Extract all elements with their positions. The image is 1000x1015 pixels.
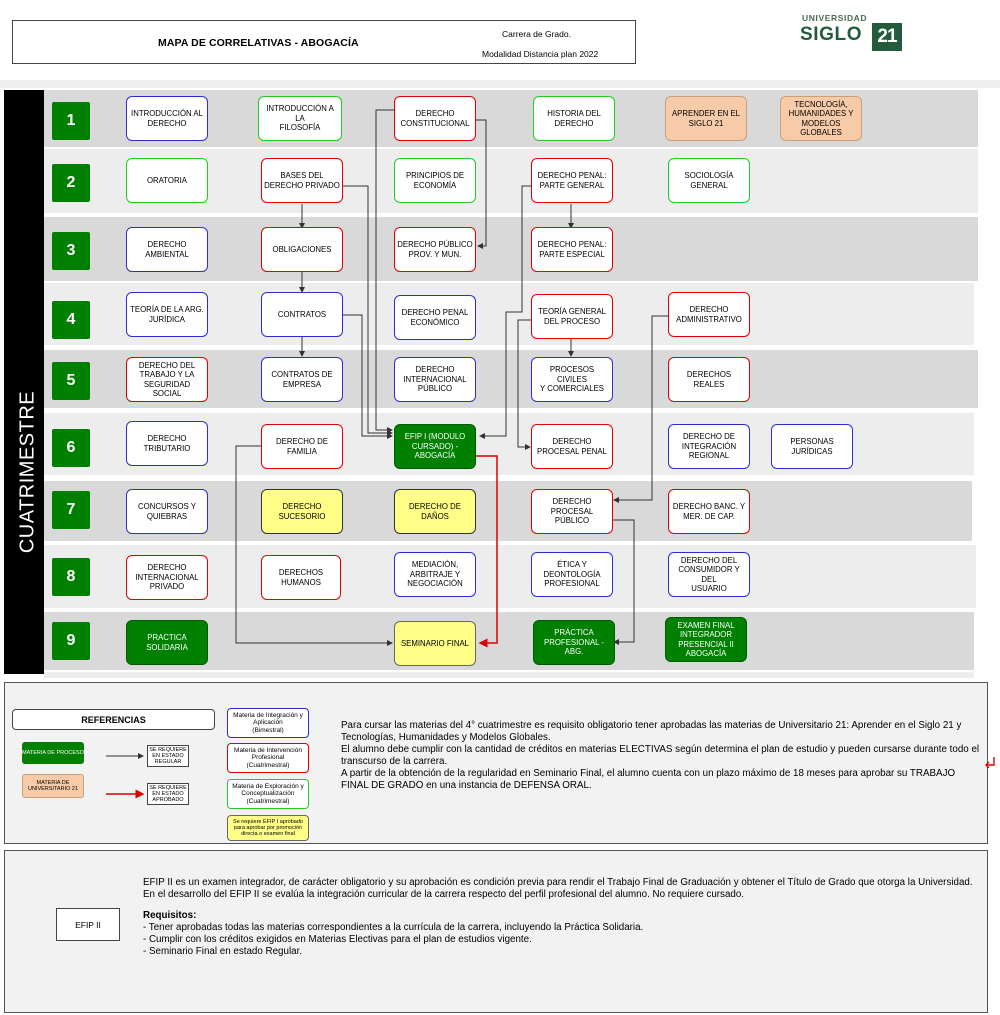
subject-etica-deontologia: ÉTICA Y DEONTOLOGÍA PROFESIONAL: [531, 552, 613, 597]
row-number-2: 2: [52, 164, 90, 202]
connector-contratos-efip: [343, 314, 393, 439]
efip-requirement-1: - Tener aprobadas todas las materias cor…: [143, 922, 644, 933]
efip-description: EFIP II es un examen integrador, de cará…: [143, 877, 973, 958]
subject-practica-solidaria: PRACTICA SOLIDARIA: [126, 620, 208, 665]
efip-ii-label: EFIP II: [56, 908, 120, 941]
ref-estado-regular: SE REQUIERE EN ESTADO REGULAR: [147, 745, 189, 767]
note-trabajo-final: A partir de la obtención de la regularid…: [341, 768, 956, 791]
subject-sociologia-general: SOCIOLOGÍA GENERAL: [668, 158, 750, 203]
subject-internacional-privado: DERECHO INTERNACIONAL PRIVADO: [126, 555, 208, 600]
note-electivas: El alumno debe cumplir con la cantidad d…: [341, 744, 980, 767]
row-number-7: 7: [52, 491, 90, 529]
connector-procesal-practica: [613, 519, 635, 645]
subject-derecho-constitucional: DERECHO CONSTITUCIONAL: [394, 96, 476, 141]
row-band-end: [44, 672, 974, 678]
subject-contratos: CONTRATOS: [261, 292, 343, 337]
efip-paragraph-1: EFIP II es un examen integrador, de cará…: [143, 877, 973, 888]
cuatrimestre-sidebar: CUATRIMESTRE: [4, 90, 44, 674]
subject-examen-final-integrador: EXAMEN FINAL INTEGRADOR PRESENCIAL II AB…: [665, 617, 747, 662]
subject-practica-profesional: PRÁCTICA PROFESIONAL - ABG.: [533, 620, 615, 665]
page-title: MAPA DE CORRELATIVAS - ABOGACÍA: [158, 37, 359, 49]
subject-derecho-ambiental: DERECHO AMBIENTAL: [126, 227, 208, 272]
subject-derecho-danos: DERECHO DE DAÑOS: [394, 489, 476, 534]
connector-teoria-procesal-penal: [517, 319, 531, 450]
subject-penal-parte-especial: DERECHO PENAL: PARTE ESPECIAL: [531, 227, 613, 272]
subject-obligaciones: OBLIGACIONES: [261, 227, 343, 272]
ref-materia-proceso: MATERIA DE PROCESO: [22, 742, 84, 764]
ref-integracion: Materia de Integración y Aplicación (Bim…: [227, 708, 309, 738]
logo-name-text: SIGLO: [800, 24, 863, 45]
subject-principios-economia: PRINCIPIOS DE ECONOMÍA: [394, 158, 476, 203]
subject-integracion-regional: DERECHO DE INTEGRACIÓN REGIONAL: [668, 424, 750, 469]
connector-constitucional-efip: [375, 109, 394, 433]
efip-requirements-title: Requisitos:: [143, 910, 197, 921]
connector-bases-efip: [343, 185, 393, 436]
connector-familia-seminario: [235, 445, 393, 646]
row-number-5: 5: [52, 362, 90, 400]
efip-paragraph-2: En el desarrollo del EFIP II se evalúa l…: [143, 889, 745, 900]
title-box: [12, 20, 636, 64]
subject-personas-juridicas: PERSONAS JURÍDICAS: [771, 424, 853, 469]
ref-estado-aprobado: SE REQUIERE EN ESTADO APROBADO: [147, 783, 189, 805]
subject-penal-parte-general: DERECHO PENAL: PARTE GENERAL: [531, 158, 613, 203]
row-number-9: 9: [52, 622, 90, 660]
row-number-4: 4: [52, 301, 90, 339]
efip-requirement-2: - Cumplir con los créditos exigidos en M…: [143, 934, 532, 945]
subject-mediacion-arbitraje: MEDIACIÓN, ARBITRAJE Y NEGOCIACIÓN: [394, 552, 476, 597]
ref-intervencion: Materia de Intervención Profesional (Cua…: [227, 743, 309, 773]
subject-introduccion-filosofia: INTRODUCCIÓN A LA FILOSOFÍA: [258, 96, 342, 141]
subject-bases-derecho-privado: BASES DEL DERECHO PRIVADO: [261, 158, 343, 203]
subject-teoria-argumentacion: TEORÍA DE LA ARG. JURÍDICA: [126, 292, 208, 337]
subject-derecho-consumidor: DERECHO DEL CONSUMIDOR Y DEL USUARIO: [668, 552, 750, 597]
references-title: REFERENCIAS: [12, 709, 215, 730]
subject-procesos-civiles: PROCESOS CIVILES Y COMERCIALES: [531, 357, 613, 402]
ref-exploracion: Materia de Exploración y Conceptualizaci…: [227, 779, 309, 809]
note-cuarto-cuatrimestre: Para cursar las materias del 4° cuatrime…: [341, 720, 962, 743]
subject-historia-derecho: HISTORIA DEL DERECHO: [533, 96, 615, 141]
row-number-8: 8: [52, 558, 90, 596]
connector-constitucional-publico: [476, 119, 487, 249]
connector-administrativo-procesal: [613, 315, 668, 503]
subject-derecho-familia: DERECHO DE FAMILIA: [261, 424, 343, 469]
subject-derecho-administrativo: DERECHO ADMINISTRATIVO: [668, 292, 750, 337]
return-arrow-icon: [985, 757, 995, 768]
subject-seminario-final: SEMINARIO FINAL: [394, 621, 476, 666]
subject-derechos-humanos: DERECHOS HUMANOS: [261, 555, 341, 600]
subject-derecho-sucesorio: DERECHO SUCESORIO: [261, 489, 343, 534]
references-notes: Para cursar las materias del 4° cuatrime…: [341, 720, 981, 792]
subject-derechos-reales: DERECHOS REALES: [668, 357, 750, 402]
ref-materia-u21: MATERIA DE UNIVERSITARIO 21: [22, 774, 84, 798]
career-type: Carrera de Grado.: [502, 29, 571, 39]
subject-penal-economico: DERECHO PENAL ECONÓMICO: [394, 295, 476, 340]
subject-concursos-quiebras: CONCURSOS Y QUIEBRAS: [126, 489, 208, 534]
subject-efip-i: EFIP I (MODULO CURSADO) - ABOGACÍA: [394, 424, 476, 469]
subject-procesal-penal: DERECHO PROCESAL PENAL: [531, 424, 613, 469]
subject-contratos-empresa: CONTRATOS DE EMPRESA: [261, 357, 343, 402]
subject-oratoria: ORATORIA: [126, 158, 208, 203]
subject-aprender-siglo21: APRENDER EN EL SIGLO 21: [665, 96, 747, 141]
row-number-1: 1: [52, 102, 90, 140]
logo-top-text: UNIVERSIDAD: [802, 13, 868, 23]
row-number-6: 6: [52, 429, 90, 467]
header-separator: [0, 80, 1000, 88]
efip-requirement-3: - Seminario Final en estado Regular.: [143, 946, 303, 957]
row-number-3: 3: [52, 232, 90, 270]
modality: Modalidad Distancia plan 2022: [482, 49, 599, 59]
efip-panel: [4, 850, 988, 1013]
subject-derecho-bancario: DERECHO BANC. Y MER. DE CAP.: [668, 489, 750, 534]
subject-derecho-trabajo: DERECHO DEL TRABAJO Y LA SEGURIDAD SOCIA…: [126, 357, 208, 402]
connector-penal-efip: [479, 185, 531, 439]
connector-efip-seminario: [476, 455, 498, 648]
subject-procesal-publico: DERECHO PROCESAL PÚBLICO: [531, 489, 613, 534]
subject-derecho-tributario: DERECHO TRIBUTARIO: [126, 421, 208, 466]
subject-internacional-publico: DERECHO INTERNACIONAL PÚBLICO: [394, 357, 476, 402]
ref-efip-promocion: Se requiere EFIP I aprobado para aprobar…: [227, 815, 309, 841]
subject-introduccion-derecho: INTRODUCCIÓN AL DERECHO: [126, 96, 208, 141]
university-logo: UNIVERSIDAD SIGLO 21: [800, 13, 906, 51]
subject-derecho-publico-prov: DERECHO PÚBLICO PROV. Y MUN.: [394, 227, 476, 272]
logo-badge: 21: [872, 23, 902, 51]
subject-tecnologia-humanidades: TECNOLOGÍA, HUMANIDADES Y MODELOS GLOBAL…: [780, 96, 862, 141]
subject-teoria-general-proceso: TEORÍA GENERAL DEL PROCESO: [531, 294, 613, 339]
